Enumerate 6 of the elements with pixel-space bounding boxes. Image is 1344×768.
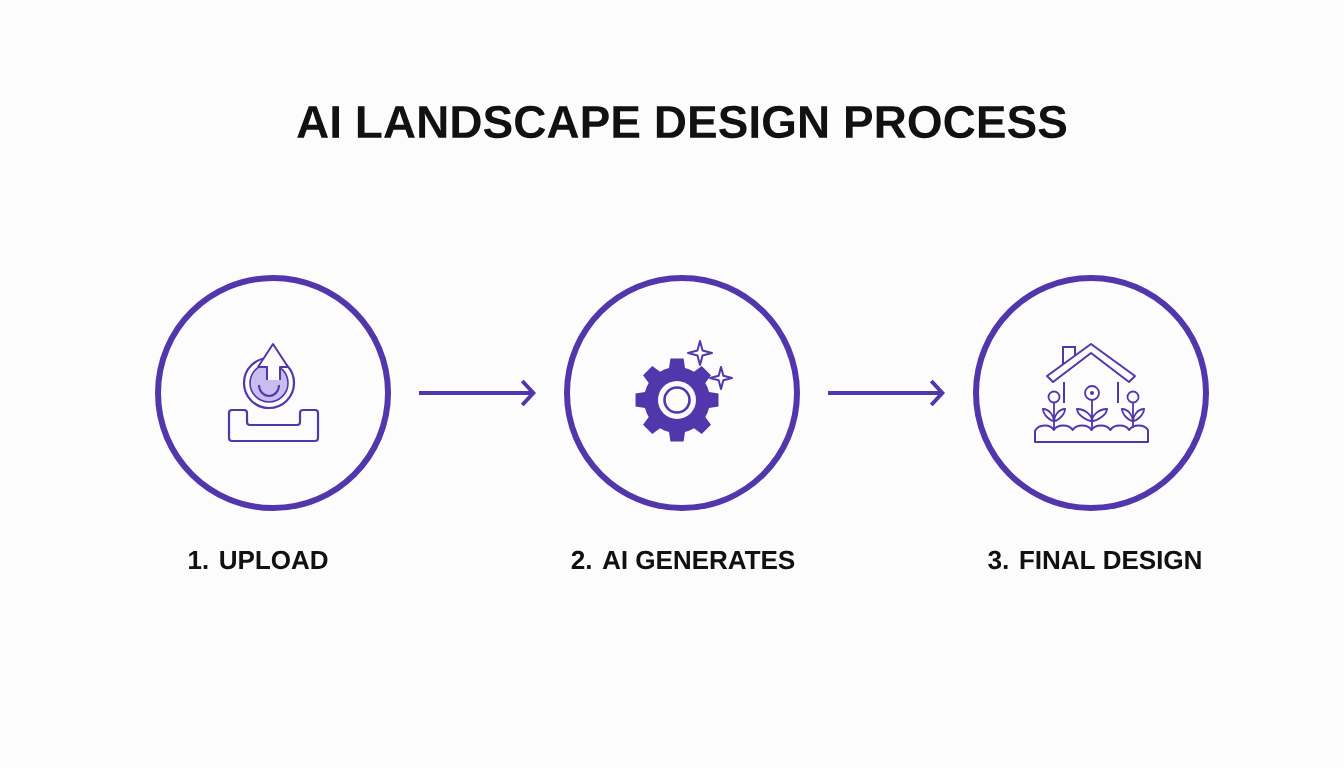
step-label: 2. AI GENERATES <box>571 550 795 570</box>
step-label: 3. FINAL DESIGN <box>988 550 1201 570</box>
title: AI LANDSCAPE DESIGN PROCESS <box>297 105 1067 139</box>
arrow <box>419 379 536 407</box>
arrow <box>828 379 945 407</box>
step-label: 1. UPLOAD <box>189 550 328 570</box>
